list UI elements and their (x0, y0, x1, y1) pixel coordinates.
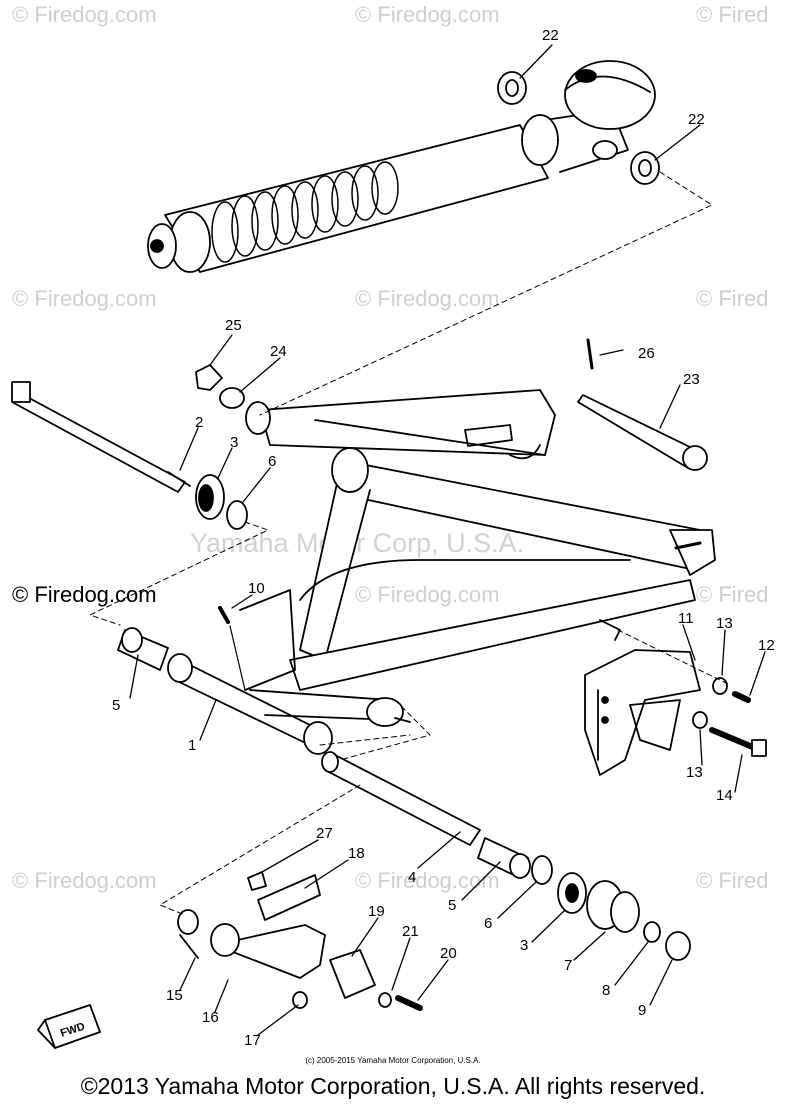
label-15: 15 (166, 987, 183, 1004)
label-25: 25 (225, 317, 242, 334)
collar-6-bottom (531, 855, 553, 885)
label-23: 23 (683, 371, 700, 388)
fwd-badge (37, 1004, 101, 1049)
washer-13-b (692, 711, 708, 729)
washer-22-top (497, 71, 527, 105)
label-3: 3 (520, 937, 528, 954)
footer-copyright: ©2013 Yamaha Motor Corporation, U.S.A. A… (80, 1073, 706, 1099)
bolt-12 (732, 691, 751, 703)
label-26: 26 (638, 345, 655, 362)
washer-22-right (630, 151, 660, 185)
label-19: 19 (368, 903, 385, 920)
watermark: © Firedog.com (12, 286, 157, 311)
label-11: 11 (678, 610, 694, 627)
label-13: 13 (716, 615, 733, 632)
label-4: 4 (408, 869, 416, 886)
watermark: © Firedog.com (355, 868, 500, 893)
label-21: 21 (402, 923, 419, 940)
label-3: 3 (230, 434, 238, 451)
label-1: 1 (188, 737, 196, 754)
label-22: 22 (542, 27, 559, 44)
label-9: 9 (638, 1002, 646, 1019)
part-labels: 22 22 25 24 26 23 2 3 6 10 11 13 12 5 1 … (112, 27, 775, 1049)
label-17: 17 (244, 1032, 261, 1049)
grease-nipple-10 (218, 606, 246, 691)
nut-9 (665, 931, 691, 961)
bushing-5-bottom (477, 837, 531, 879)
label-18: 18 (348, 845, 365, 862)
label-27: 27 (316, 825, 333, 842)
bolt-20 (395, 995, 423, 1011)
cap-24 (219, 387, 245, 409)
washer-21 (378, 992, 392, 1008)
watermark: © Firedog.com (12, 868, 157, 893)
bushing-7 (586, 880, 640, 933)
watermark: © Firedog.com (355, 582, 500, 607)
washer-8 (643, 921, 661, 943)
bearing-3-bottom (557, 872, 587, 914)
bushing-5-top (117, 627, 169, 671)
label-6: 6 (484, 915, 492, 932)
swingarm (167, 389, 716, 755)
watermark: © Firedog.com (12, 2, 157, 27)
watermark: © Firedog.com (355, 2, 500, 27)
label-22: 22 (688, 111, 705, 128)
label-10: 10 (248, 580, 265, 597)
watermark: © Fired (696, 2, 769, 27)
watermark: © Fired (696, 582, 769, 607)
watermark: © Fired (696, 868, 769, 893)
label-6: 6 (268, 453, 276, 470)
collar-6-top (226, 500, 248, 530)
pin-26 (586, 338, 594, 370)
label-2: 2 (195, 414, 203, 431)
damper-19 (329, 949, 376, 999)
bolt-14 (709, 727, 767, 757)
label-13: 13 (686, 764, 703, 781)
label-8: 8 (602, 982, 610, 999)
label-5: 5 (112, 697, 120, 714)
label-24: 24 (270, 343, 287, 360)
bolt-27 (247, 871, 267, 891)
watermark: © Fired (696, 286, 769, 311)
label-14: 14 (716, 787, 733, 804)
label-16: 16 (202, 1009, 219, 1026)
label-20: 20 (440, 945, 457, 962)
bracket-18 (257, 874, 321, 921)
washer-13 (712, 677, 728, 695)
pivot-shaft-2 (11, 381, 191, 493)
label-5: 5 (448, 897, 456, 914)
shaft-4 (321, 751, 481, 846)
bearing-3-top (195, 474, 225, 520)
spring-15 (177, 909, 199, 959)
arm-16 (210, 923, 326, 979)
shaft-23 (577, 394, 708, 471)
shock-absorber (147, 60, 656, 273)
small-copyright: (c) 2005-2015 Yamaha Motor Corporation, … (305, 1056, 481, 1065)
label-12: 12 (758, 637, 775, 654)
watermark: © Firedog.com (355, 286, 500, 311)
washer-17 (292, 991, 308, 1009)
chain-guide-11 (584, 649, 701, 776)
nut-25 (195, 364, 223, 391)
label-7: 7 (564, 957, 572, 974)
